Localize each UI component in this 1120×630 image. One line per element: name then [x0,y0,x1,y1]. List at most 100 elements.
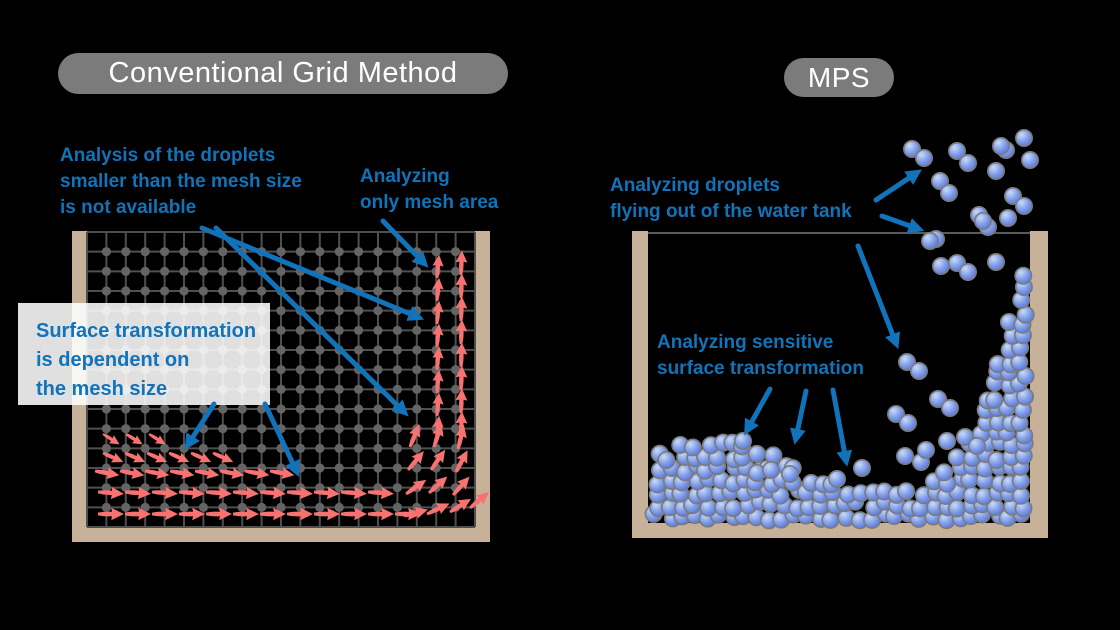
vector-arrow [232,486,259,500]
vector-arrow [169,467,195,479]
water-particle [1014,197,1033,216]
annotation-droplets-not-available: Analysis of the droplets smaller than th… [60,145,302,218]
left-tank [18,218,490,542]
water-particle [940,398,959,417]
annotation-arrow [380,218,429,268]
water-particle [852,458,871,477]
annotation-arrow [855,243,900,350]
vector-arrow [102,433,120,445]
water-particle [955,427,974,446]
vector-arrow [179,507,205,521]
water-particle [920,232,939,251]
vector-arrow [194,467,220,479]
water-particle [991,137,1010,156]
vector-arrow [119,467,145,479]
vector-arrow [206,507,232,521]
vector-arrow [455,250,468,276]
water-particle [902,140,921,159]
water-particle [937,431,956,450]
water-particle [986,162,1005,181]
vector-arrow [233,507,259,521]
water-particle [827,469,846,488]
left-annotation-arrows [184,218,429,477]
vector-arrow [452,476,470,496]
annotation-only-mesh-area: Analyzing only mesh area [360,166,499,213]
annotation-arrow [199,225,425,321]
vector-arrow [455,425,467,450]
vector-arrow [406,451,424,471]
water-particle [909,361,928,380]
vector-arrow [455,296,468,322]
vector-arrow [428,476,448,494]
water-particle [928,389,947,408]
water-particle [1003,187,1022,206]
vector-arrow [455,388,468,414]
vector-arrow [287,507,313,521]
vector-arrow [190,451,212,463]
tank-wall [632,231,648,538]
water-particle [973,212,992,231]
vector-arrow [259,486,286,500]
vector-arrow [244,467,270,479]
vector-arrow [124,486,151,500]
annotation-arrow [213,225,409,417]
water-particle [958,262,977,281]
vector-arrow [286,486,313,500]
vector-arrow [408,424,421,448]
water-particle [930,172,949,191]
annotation-arrow [184,401,217,451]
water-particle [1014,129,1033,148]
vector-arrow [125,507,151,521]
vector-arrow [148,433,166,445]
water-particle [916,440,935,459]
vector-arrow [94,467,120,479]
annotation-surface-mesh-dependent: Surface transformation is dependent on t… [36,320,257,400]
vector-arrow [432,277,444,302]
surface-callout-box [18,303,270,405]
left-method-title-pill: Conventional Grid Method [58,53,508,94]
water-particle [895,446,914,465]
vector-arrow [168,451,190,463]
vector-arrow [219,467,245,479]
vector-arrow [449,498,471,514]
vector-arrow [340,486,367,500]
vector-arrow [454,450,468,473]
water-particle [914,149,933,168]
water-particle [683,438,702,457]
water-particle [657,451,676,470]
tank-wall [72,527,490,542]
vector-arrow [102,451,124,463]
vector-arrow [124,451,146,463]
water-particle [764,446,783,465]
vector-arrow [455,365,468,391]
water-particle [747,444,766,463]
water-particle [958,154,977,173]
water-particle [761,460,780,479]
water-particle [947,142,966,161]
water-particle [897,482,916,501]
vector-arrow [151,486,178,500]
water-particle [886,404,905,423]
vector-arrow [432,346,444,371]
annotation-sensitive-surface: Analyzing sensitive surface transformati… [657,332,864,379]
vector-arrow [212,451,234,463]
annotation-arrow [873,169,922,203]
annotation-arrow [790,388,809,445]
water-particle [1014,266,1033,285]
water-particle [987,451,1006,470]
water-particle [967,436,986,455]
vector-arrow [455,319,468,345]
water-particle [733,431,752,450]
vector-arrow [205,486,232,500]
vector-arrow [432,254,444,279]
vector-arrow [313,486,340,500]
vector-arrow [260,507,286,521]
tank-wall [632,523,1048,538]
vector-arrow [432,369,444,394]
vector-arrow [314,507,340,521]
water-particles [644,129,1039,530]
annotation-arrow [262,401,300,477]
vector-arrow [405,479,427,496]
water-particle [780,464,799,483]
